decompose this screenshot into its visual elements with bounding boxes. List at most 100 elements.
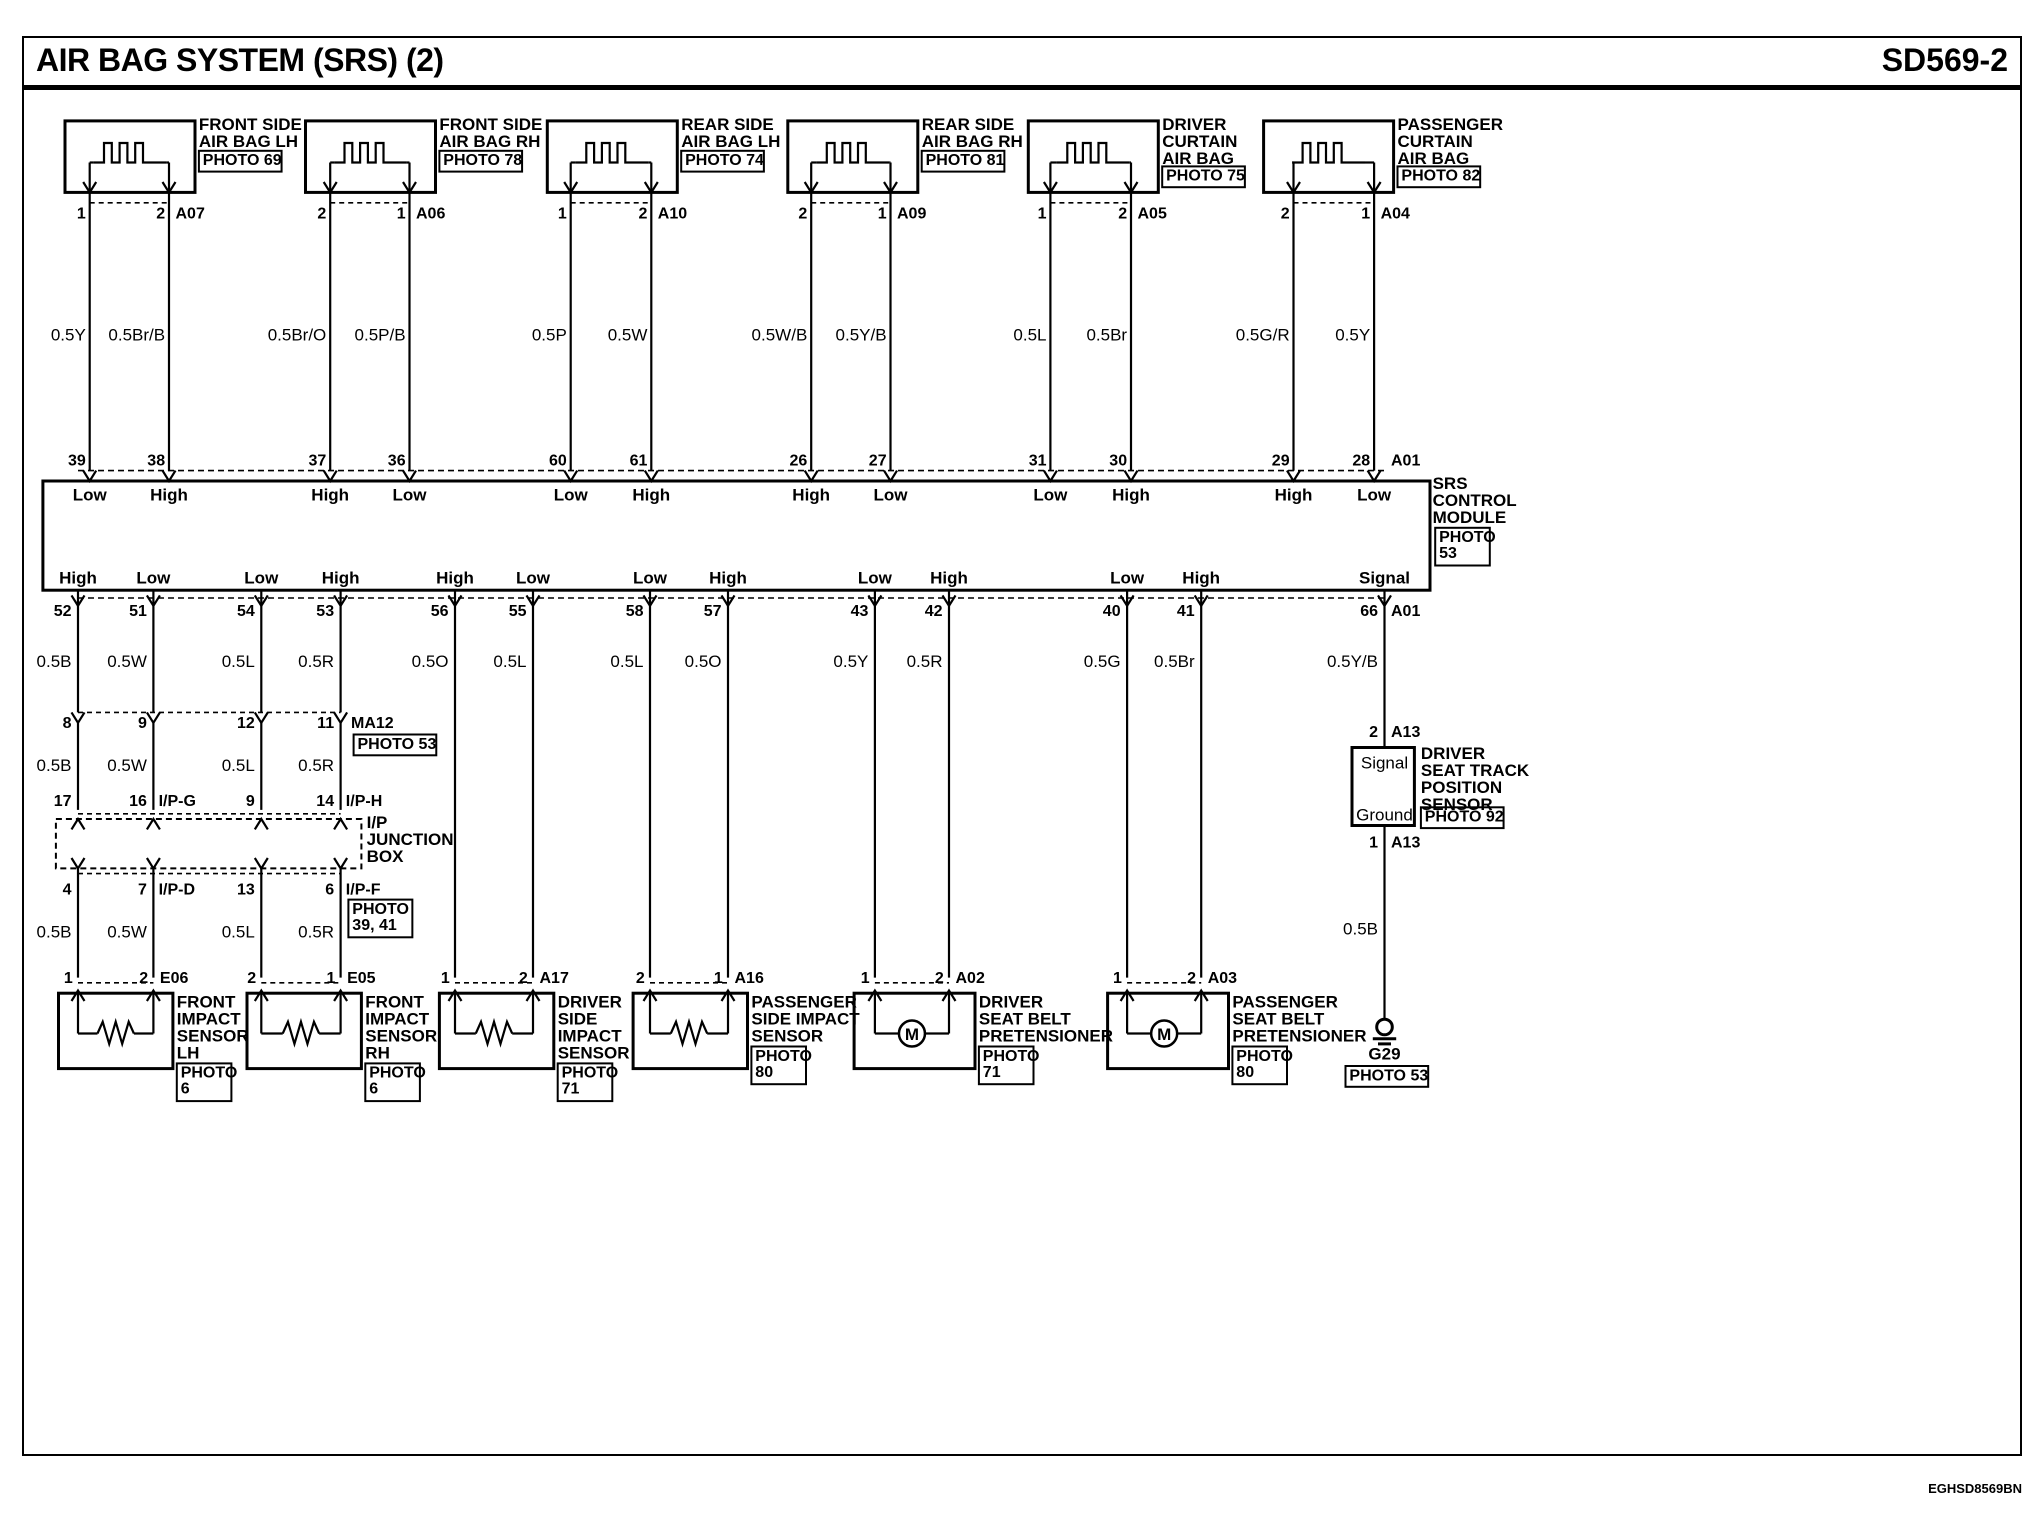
airbag-0 — [63, 119, 197, 194]
module-bottom-wire-label-6: 0.5L — [610, 652, 643, 671]
ip-bottom-pin-2: 13 — [237, 881, 255, 898]
srs-module-photo-frame — [1434, 526, 1491, 567]
module-bottom-role-9: High — [930, 569, 968, 588]
module-arrow-icon-0-a — [82, 470, 98, 484]
airbag-wire-label-3-a: 0.5W/B — [752, 326, 808, 345]
ip-bottom-arrow-icon-1 — [145, 857, 161, 871]
module-role-5-b: Low — [1357, 486, 1392, 505]
airbag-5 — [1262, 119, 1396, 194]
ip-top-pin-2: 9 — [246, 793, 255, 810]
sensor-pin-1-b: 1 — [326, 970, 335, 987]
ground-icon — [1375, 1017, 1394, 1037]
module-pin-1-b: 36 — [388, 452, 406, 469]
airbag-photo-3-frame — [920, 149, 1006, 173]
airbag-connector-label-4: A05 — [1138, 205, 1167, 222]
airbag-wire-label-2-b: 0.5W — [608, 326, 648, 345]
sensor-4 — [852, 991, 977, 1071]
module-arrow-icon-2-b — [643, 470, 659, 484]
module-bottom-role-3: High — [322, 569, 360, 588]
module-pin-5-b: 28 — [1352, 452, 1370, 469]
airbag-wire-label-2-a: 0.5P — [532, 326, 567, 345]
sensor-resistor-icon-3 — [669, 1017, 709, 1048]
sensor-pin-4-b: 2 — [935, 970, 944, 987]
module-arrow-icon-1-a — [322, 470, 338, 484]
airbag-wire-label-4-b: 0.5Br — [1086, 326, 1127, 345]
airbag-photo-1-frame — [438, 149, 524, 173]
module-bottom-pin-4: 56 — [431, 603, 449, 620]
module-bottom-wire-label-8: 0.5Y — [833, 652, 868, 671]
module-bottom-role-7: High — [709, 569, 747, 588]
seat-track-photo: PHOTO 92 — [1425, 809, 1504, 826]
seat-track-sensor — [1350, 746, 1416, 827]
ma12-arrow-icon-1 — [145, 711, 161, 725]
ma12-pin-0: 8 — [63, 715, 72, 732]
module-bottom-role-5: Low — [516, 569, 551, 588]
module-arrow-icon-5-b — [1366, 470, 1382, 484]
module-role-2-a: Low — [554, 486, 589, 505]
ma12-arrow-icon-3 — [333, 711, 349, 725]
ip-bottom-wire-label-3: 0.5R — [298, 922, 334, 941]
module-arrow-icon-1-b — [402, 470, 417, 484]
module-bottom-wire-label-3: 0.5R — [298, 652, 334, 671]
motor-symbol-5: M — [1157, 1025, 1171, 1044]
sensor-0 — [57, 991, 175, 1071]
module-bottom-pin-7: 57 — [704, 603, 722, 620]
airbag-photo-5-frame — [1396, 165, 1482, 189]
airbag-pin-1-a: 2 — [317, 205, 326, 222]
module-bottom-role-2: Low — [244, 569, 279, 588]
module-role-5-a: High — [1275, 486, 1313, 505]
airbag-photo-3: PHOTO 81 — [926, 152, 1005, 169]
ip-bottom-arrow-icon-2 — [253, 857, 269, 871]
module-bottom-wire-label-0: 0.5B — [37, 652, 72, 671]
airbag-photo-2-frame — [680, 149, 765, 173]
sensor-pin-0-b: 2 — [139, 970, 148, 987]
sensor-resistor-icon-1 — [281, 1017, 321, 1048]
sensor-connector-label-5: A03 — [1208, 970, 1237, 987]
module-bottom-pin-5: 55 — [509, 603, 527, 620]
ip-top-pin-3: 14 — [316, 793, 334, 810]
ip-bottom-arrow-icon-3 — [333, 857, 349, 871]
module-bottom-role-4: High — [436, 569, 474, 588]
airbag-squib-icon-3 — [816, 141, 890, 164]
airbag-photo-0: PHOTO 69 — [203, 152, 282, 169]
airbag-photo-5: PHOTO 82 — [1401, 168, 1480, 185]
module-role-1-b: Low — [393, 486, 428, 505]
ma12-arrow-icon-2 — [253, 711, 269, 725]
diagram-code: SD569-2 — [1881, 42, 2008, 78]
sensor-photo-0-frame — [175, 1062, 233, 1103]
module-bottom-pin-2: 54 — [237, 603, 255, 620]
sensor-pin-0-a: 1 — [64, 970, 73, 987]
module-bottom-role-1: Low — [136, 569, 171, 588]
module-bottom-pin-1: 51 — [129, 603, 147, 620]
module-bottom-role-10: Low — [1110, 569, 1145, 588]
airbag-photo-1: PHOTO 78 — [443, 152, 522, 169]
module-arrow-icon-3-a — [803, 470, 819, 484]
module-bottom-pin-9: 42 — [925, 603, 943, 620]
sensor-1 — [245, 991, 363, 1071]
seat-track-signal-label: Signal — [1361, 753, 1408, 772]
airbag-pin-5-b: 1 — [1361, 205, 1370, 222]
module-role-2-b: High — [632, 486, 670, 505]
ma12-photo-frame — [352, 733, 438, 757]
module-pin-4-b: 30 — [1109, 452, 1127, 469]
ip-bottom-photo-frame — [347, 898, 414, 939]
module-pin-3-a: 26 — [790, 452, 808, 469]
airbag-photo-4: PHOTO 75 — [1166, 168, 1245, 185]
ma12-photo: PHOTO 53 — [358, 736, 437, 753]
airbag-squib-icon-2 — [575, 141, 649, 164]
airbag-4 — [1026, 119, 1160, 194]
sensor-photo-1-frame — [364, 1062, 421, 1103]
